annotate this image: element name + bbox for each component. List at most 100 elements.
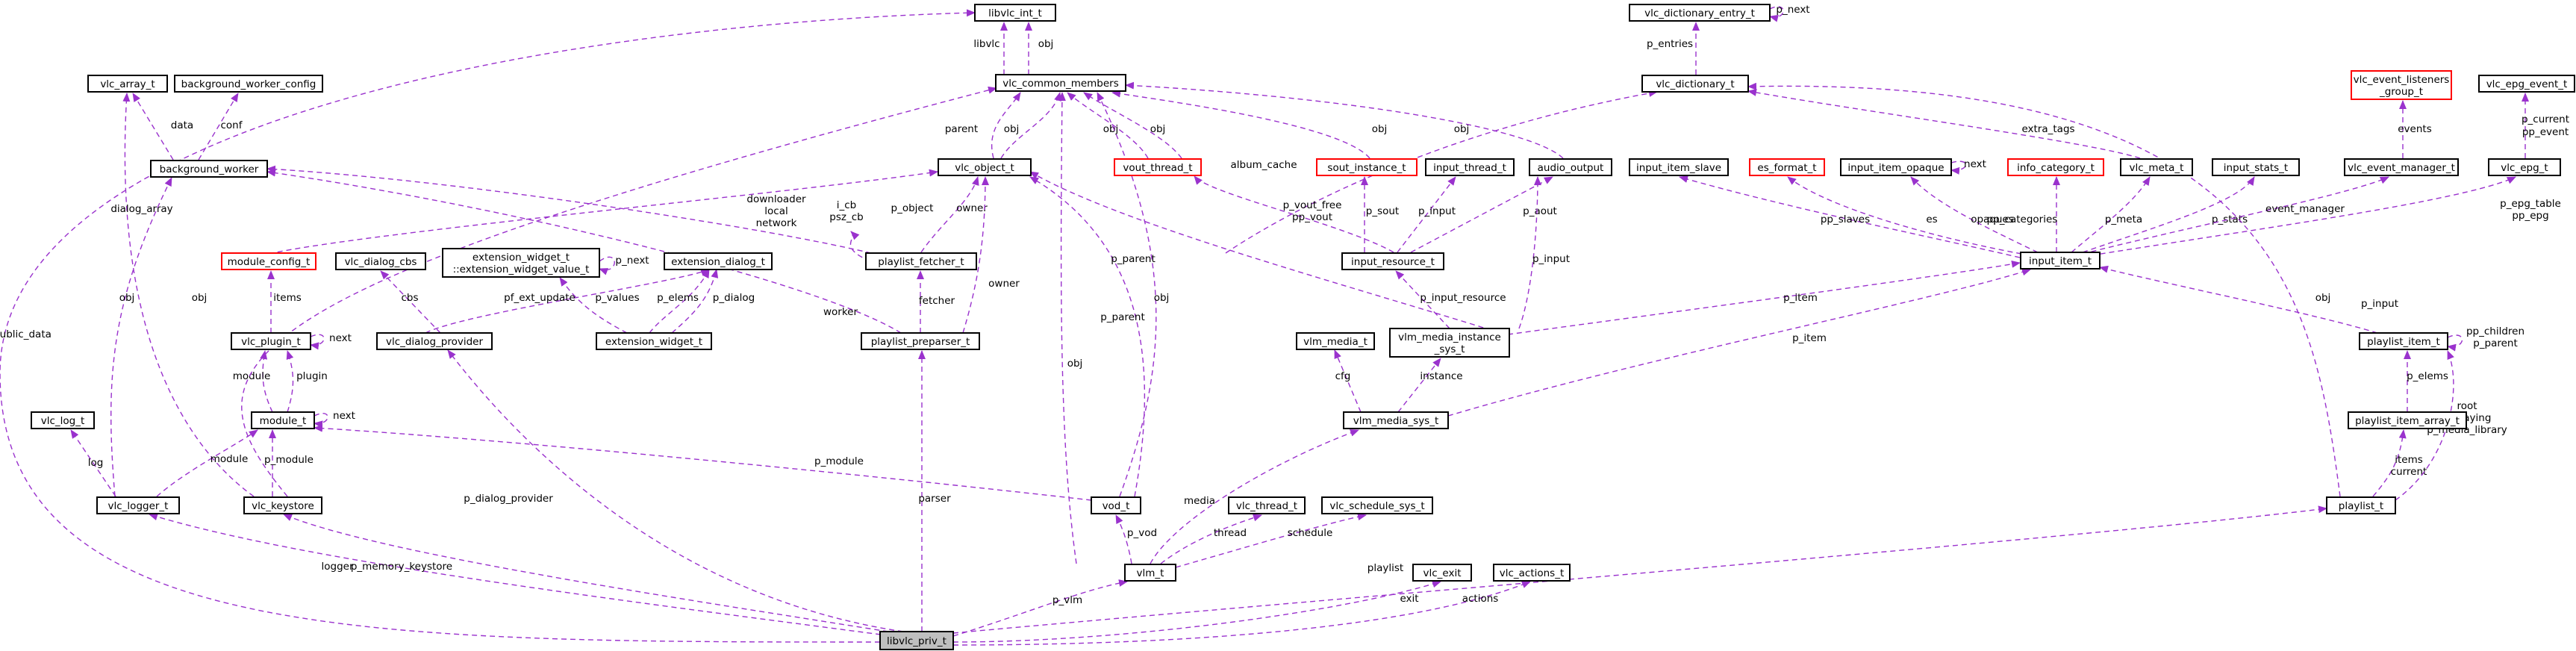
node-vlc-array-t[interactable]: vlc_array_t: [87, 75, 168, 93]
node-vlc-common-members[interactable]: vlc_common_members: [995, 74, 1126, 92]
node-label: info_category_t: [2017, 162, 2095, 174]
node-vlc-logger-t[interactable]: vlc_logger_t: [96, 496, 180, 514]
node-module-config-t[interactable]: module_config_t: [221, 252, 316, 270]
node-box: [87, 75, 168, 93]
node-libvlc-int-t[interactable]: libvlc_int_t: [974, 4, 1056, 22]
edge-e63: p_module: [314, 424, 1092, 501]
node-box: [2120, 158, 2193, 176]
node-input-thread-t[interactable]: input_thread_t: [1425, 158, 1515, 176]
node-label: extension_dialog_t: [671, 256, 765, 268]
node-vlc-epg-event-t[interactable]: vlc_epg_event_t: [2478, 75, 2575, 93]
node-box: [1124, 564, 1176, 582]
node-label: input_item_t: [2029, 255, 2092, 267]
node-vlc-meta-t[interactable]: vlc_meta_t: [2120, 158, 2193, 176]
edge-e18: p_sout: [1361, 176, 1399, 252]
node-vlc-exit[interactable]: vlc_exit: [1412, 564, 1472, 582]
edge-label: plugin: [296, 370, 328, 382]
node-vlc-epg-t[interactable]: vlc_epg_t: [2488, 158, 2561, 176]
node-vlc-actions-t[interactable]: vlc_actions_t: [1493, 564, 1571, 582]
node-background-worker[interactable]: background_worker: [150, 160, 268, 178]
node-label: extension_widget_t: [473, 252, 570, 264]
node-extension-widget-value-t[interactable]: extension_widget_t::extension_widget_val…: [442, 248, 600, 278]
node-vlc-plugin-t[interactable]: vlc_plugin_t: [231, 332, 311, 350]
edge-line: [671, 269, 719, 334]
edge-e60: log: [70, 429, 116, 497]
edge-label: p_elems: [2407, 370, 2448, 382]
node-box: [1296, 332, 1375, 350]
edge-line: [1769, 6, 1784, 22]
edge-label: p_dialog_provider: [464, 493, 553, 505]
edge-label: p_sout: [1366, 205, 1399, 217]
node-box: [1629, 4, 1771, 22]
node-vlc-dictionary-t[interactable]: vlc_dictionary_t: [1641, 75, 1749, 93]
node-input-item-opaque[interactable]: input_item_opaque: [1840, 158, 1952, 176]
edge-label: events: [2398, 123, 2431, 135]
edge-e9: obj: [1067, 92, 1149, 159]
edge-label: p_input: [2361, 298, 2398, 310]
node-vlc-keystore[interactable]: vlc_keystore: [243, 496, 322, 514]
node-vlc-dictionary-entry-t[interactable]: vlc_dictionary_entry_t: [1629, 4, 1771, 22]
node-input-resource-t[interactable]: input_resource_t: [1341, 252, 1444, 270]
node-vlm-media-instance-sys-t[interactable]: vlm_media_instance_sys_t: [1389, 328, 1510, 358]
node-vlm-t[interactable]: vlm_t: [1124, 564, 1176, 582]
node-vlc-schedule-sys-t[interactable]: vlc_schedule_sys_t: [1321, 496, 1433, 514]
node-libvlc-priv-t[interactable]: libvlc_priv_t: [879, 631, 954, 650]
edge-label: module: [233, 370, 271, 382]
node-vout-thread-t[interactable]: vout_thread_t: [1114, 158, 1202, 176]
edge-e44: p_elems: [649, 269, 710, 334]
node-vlc-dialog-cbs[interactable]: vlc_dialog_cbs: [335, 252, 426, 270]
edge-e55: instance: [1397, 358, 1463, 413]
node-label: libvlc_int_t: [988, 7, 1042, 19]
edge-line: [1029, 171, 1501, 334]
edge-line: [599, 256, 615, 275]
node-extension-widget-t[interactable]: extension_widget_t: [596, 332, 712, 350]
node-input-item-slave[interactable]: input_item_slave: [1629, 158, 1729, 176]
node-vlc-log-t[interactable]: vlc_log_t: [31, 411, 95, 429]
node-vlm-media-sys-t[interactable]: vlm_media_sys_t: [1343, 411, 1449, 429]
edge-label: p_memory_keystore: [351, 561, 452, 573]
edge-label: pp_children: [2466, 326, 2524, 337]
node-playlist-t[interactable]: playlist_t: [2326, 496, 2396, 514]
node-playlist-fetcher-t[interactable]: playlist_fetcher_t: [865, 252, 977, 270]
edge-line: [447, 349, 904, 632]
edge-line: [1111, 90, 1370, 159]
node-info-category-t[interactable]: info_category_t: [2007, 158, 2104, 176]
node-module-t[interactable]: module_t: [251, 411, 315, 429]
node-vlc-event-listeners-group-t[interactable]: vlc_event_listeners_group_t: [2351, 70, 2452, 100]
edge-line: [314, 413, 328, 429]
node-box: [1228, 496, 1306, 514]
node-background-worker-config[interactable]: background_worker_config: [174, 75, 323, 93]
edge-line: [849, 231, 871, 262]
node-vlc-dialog-provider[interactable]: vlc_dialog_provider: [376, 332, 493, 350]
edge-label: module: [210, 453, 249, 465]
node-input-item-t[interactable]: input_item_t: [2020, 252, 2101, 270]
node-label: sout_instance_t: [1327, 162, 1406, 174]
node-label: vlc_dialog_provider: [386, 336, 484, 348]
node-sout-instance-t[interactable]: sout_instance_t: [1316, 158, 1418, 176]
node-audio-output[interactable]: audio_output: [1529, 158, 1612, 176]
node-label: input_resource_t: [1351, 256, 1435, 268]
node-vod-t[interactable]: vod_t: [1091, 496, 1141, 514]
edge-e4: p_entries: [1647, 22, 1700, 75]
edge-line: [268, 169, 938, 255]
node-es-format-t[interactable]: es_format_t: [1749, 158, 1825, 176]
edge-line: [559, 277, 628, 334]
node-vlc-thread-t[interactable]: vlc_thread_t: [1228, 496, 1306, 514]
node-playlist-item-t[interactable]: playlist_item_t: [2359, 332, 2448, 350]
node-box: [1389, 328, 1510, 358]
node-vlc-object-t[interactable]: vlc_object_t: [938, 158, 1032, 176]
edge-label: p_parent: [2473, 337, 2518, 349]
node-extension-dialog-t[interactable]: extension_dialog_t: [664, 252, 773, 270]
node-playlist-preparser-t[interactable]: playlist_preparser_t: [861, 332, 980, 350]
edge-line: [1058, 92, 1077, 564]
edge-label: parser: [918, 493, 951, 505]
edge-e23: p_object: [268, 169, 938, 255]
node-input-stats-t[interactable]: input_stats_t: [2212, 158, 2300, 176]
node-vlc-event-manager-t[interactable]: vlc_event_manager_t: [2344, 158, 2459, 176]
node-playlist-item-array-t[interactable]: playlist_item_array_t: [2348, 411, 2467, 429]
node-label: _sys_t: [1434, 343, 1465, 355]
node-vlm-media-t[interactable]: vlm_media_t: [1296, 332, 1375, 350]
